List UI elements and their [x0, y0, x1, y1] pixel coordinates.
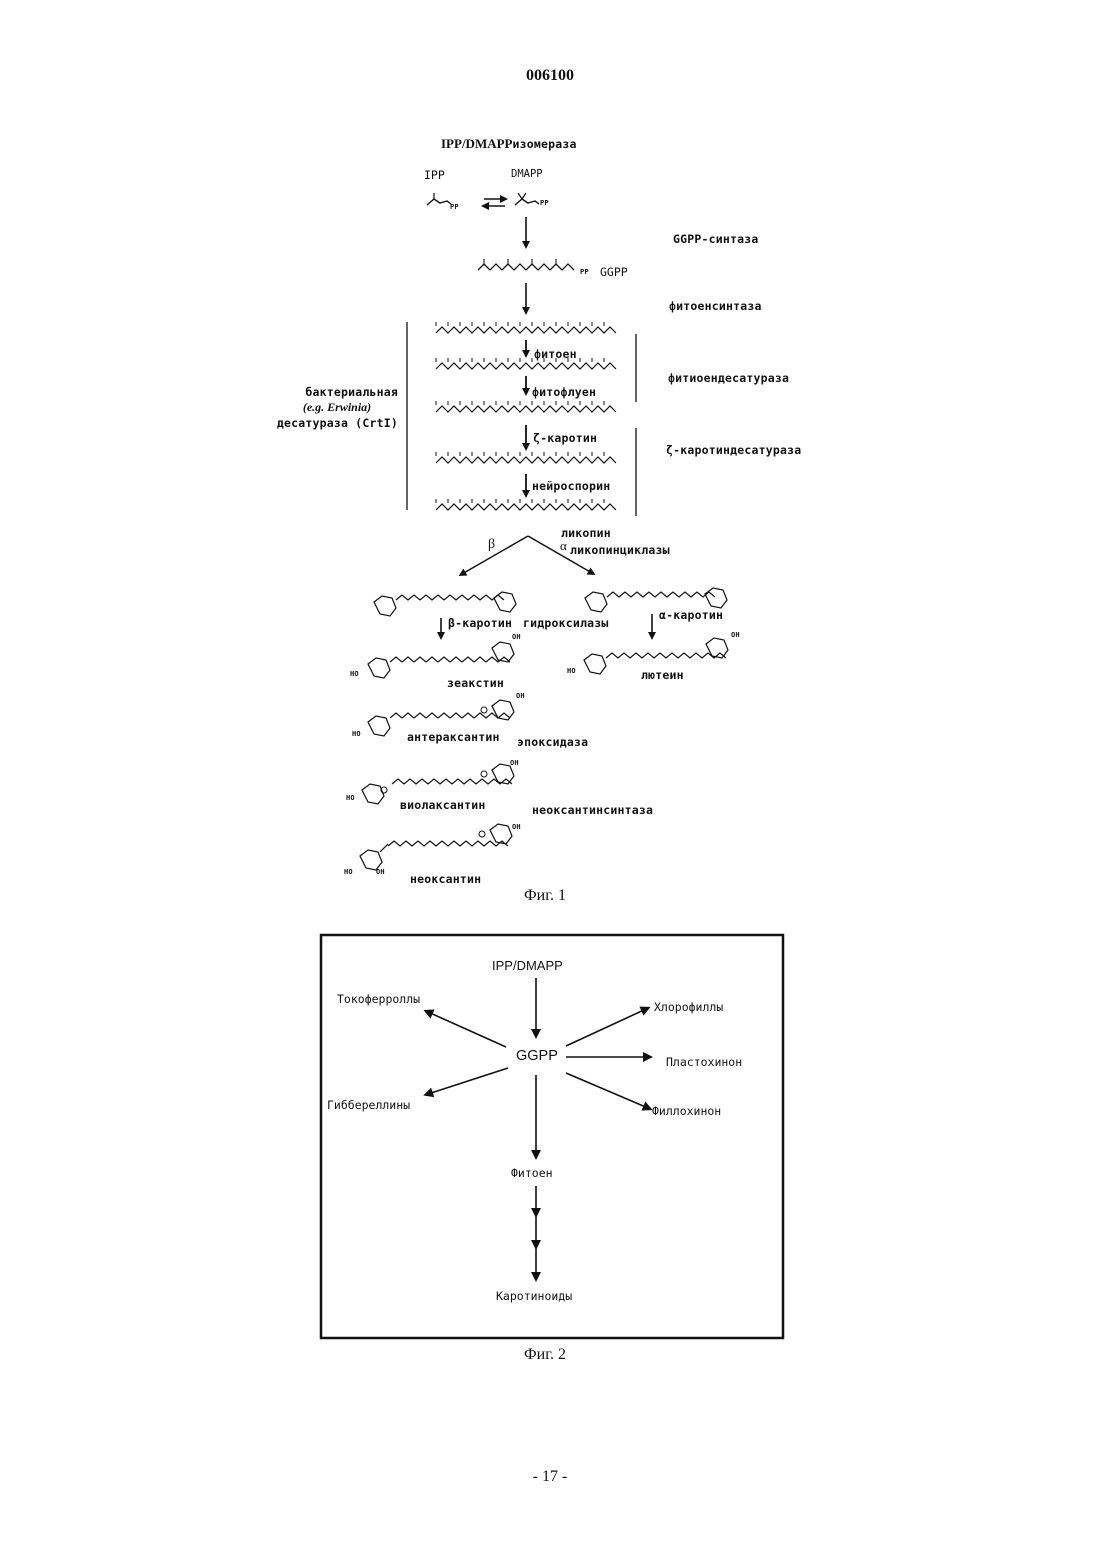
lutein-oh: OH — [731, 631, 740, 639]
lycopene-chain — [436, 499, 616, 510]
zeaxanthin-ho: HO — [350, 670, 359, 678]
antheraxanthin-ho: HO — [352, 730, 361, 738]
ipp-pp-label: PP — [450, 203, 459, 211]
arrow-to-phylloquinone — [566, 1073, 648, 1108]
ggpp-label: GGPP — [600, 265, 628, 279]
lycopene-cyclases-label: ликопинциклазы — [570, 543, 670, 557]
fig2-phylloquinone-label: Филлохинон — [652, 1104, 721, 1118]
neoxanthin-label: неоксантин — [410, 872, 481, 886]
ipp-structure — [427, 199, 451, 205]
neoxanthin-synthase-label: неоксантинсинтаза — [532, 803, 653, 817]
arrow-to-chlorophylls — [566, 1009, 646, 1046]
lycopene-label: ликопин — [561, 526, 611, 540]
phytofluene-label: фитофлуен — [532, 385, 596, 399]
lutein-label: лютеин — [641, 668, 684, 682]
neurosporene-chain — [436, 452, 616, 463]
epoxidase-label: эпоксидаза — [517, 735, 588, 749]
fig2-carotenoids-label: Каротиноиды — [496, 1289, 572, 1303]
antheraxanthin-label: антераксантин — [407, 730, 500, 744]
ggpp-synthase-label: GGPP-синтаза — [673, 232, 758, 246]
alpha-carotene-label: α-каротин — [659, 608, 723, 622]
fig2-ggpp-label: GGPP — [516, 1048, 558, 1064]
violaxanthin-label: виолаксантин — [400, 798, 485, 812]
ggpp-pp-label: PP — [580, 268, 589, 276]
neoxanthin-structure — [360, 824, 512, 870]
ipp-label: IPP — [424, 168, 445, 182]
bacterial-line1: бактериальная — [276, 385, 398, 399]
zeaxanthin-label: зеакстин — [447, 676, 504, 690]
lutein-ho: HO — [567, 667, 576, 675]
phytofluene-chain — [436, 358, 616, 369]
bacterial-line3: десатураза (CrtI) — [276, 416, 398, 430]
phytoene-desaturase-label: фитиоендесатураза — [668, 371, 789, 385]
neoxanthin-oh: OH — [512, 823, 521, 831]
fig2-plastoquinone-label: Пластохинон — [666, 1055, 742, 1069]
hydroxylases-label: гидроксилазы — [523, 616, 608, 630]
violaxanthin-oh: OH — [510, 759, 519, 767]
arrow-to-gibberellins — [428, 1068, 508, 1094]
zeta-carotene-label: ζ-каротин — [533, 431, 597, 445]
zeaxanthin-structure — [368, 642, 514, 678]
bacterial-line2: (e.g. Erwinia) — [276, 400, 398, 415]
neurosporene-label: нейроспорин — [532, 479, 610, 493]
neoxanthin-oh2: OH — [376, 868, 385, 876]
dmapp-pp-label: PP — [540, 199, 549, 207]
bacterial-desaturase-block: бактериальная (e.g. Erwinia) десатураза … — [276, 385, 398, 430]
zeaxanthin-oh: OH — [512, 633, 521, 641]
dmapp-label: DMAPP — [511, 168, 543, 180]
phytoene-synthase-label: фитоенсинтаза — [669, 299, 762, 313]
beta-label: β — [488, 537, 495, 553]
isomerase-title-rest: изомераза — [512, 137, 576, 151]
dmapp-structure — [515, 199, 539, 205]
fig2-ipp-dmapp-label: IPP/DMAPP — [492, 958, 563, 973]
isomerase-title: IPP/DMAPPизомераза — [441, 135, 577, 153]
isomerase-title-bold: IPP/DMAPP — [441, 136, 512, 151]
fig2-gibberellins-label: Гиббереллины — [327, 1098, 410, 1112]
neoxanthin-ho: HO — [344, 868, 353, 876]
beta-carotene-label: β-каротин — [448, 616, 512, 630]
page-number: - 17 - — [0, 1468, 1100, 1486]
beta-carotene-structure — [374, 592, 516, 616]
phytoene-label: фитоен — [534, 347, 577, 361]
ggpp-structure — [478, 259, 574, 270]
zeta-carotene-chain — [436, 401, 616, 412]
violaxanthin-ho: HO — [346, 794, 355, 802]
phytoene-chain — [436, 322, 616, 333]
antheraxanthin-oh: OH — [516, 692, 525, 700]
arrow-to-tocopherols — [428, 1012, 506, 1047]
fig2-chlorophylls-label: Хлорофиллы — [654, 1000, 723, 1014]
zeta-desaturase-label: ζ-каротиндесатураза — [666, 443, 801, 457]
figure-2-caption: Фиг. 2 — [524, 1346, 566, 1364]
fig2-tocopherols-label: Токоферроллы — [337, 992, 420, 1006]
figure-1-caption: Фиг. 1 — [524, 887, 566, 905]
fig2-phytoene-label: Фитоен — [511, 1166, 553, 1180]
alpha-label: α — [560, 538, 567, 554]
